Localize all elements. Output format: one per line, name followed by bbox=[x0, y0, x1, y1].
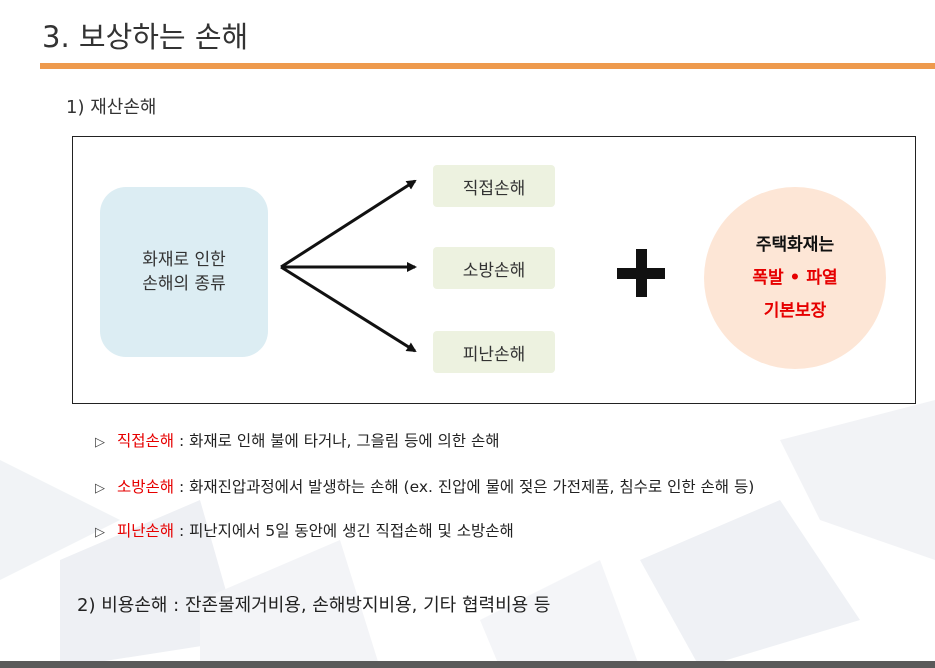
plus-icon bbox=[617, 249, 665, 297]
title-underline bbox=[40, 63, 935, 69]
definition-term: 소방손해 bbox=[117, 478, 175, 496]
basic-line-3: 기본보장 bbox=[763, 300, 827, 321]
definition-term: 직접손해 bbox=[117, 432, 175, 450]
source-line-1: 화재로 인한 bbox=[142, 250, 226, 270]
triangle-bullet-icon: ▷ bbox=[95, 481, 105, 496]
triangle-bullet-icon: ▷ bbox=[95, 435, 105, 450]
target-evacuation-damage: 피난손해 bbox=[433, 331, 555, 373]
damage-source-box: 화재로 인한 손해의 종류 bbox=[100, 187, 268, 357]
page-title: 3. 보상하는 손해 bbox=[42, 20, 249, 54]
target-direct-damage: 직접손해 bbox=[433, 165, 555, 207]
arrow-to-direct bbox=[280, 179, 417, 269]
definition-desc: : 화재진압과정에서 발생하는 손해 (ex. 진압에 물에 젖은 가전제품, … bbox=[174, 478, 755, 496]
damage-type-diagram: 화재로 인한 손해의 종류 직접손해 소방손해 피난손해 주택화재는 폭발 • … bbox=[72, 136, 916, 404]
branch-arrows bbox=[280, 179, 417, 353]
definition-desc: : 화재로 인해 불에 타거나, 그을림 등에 의한 손해 bbox=[174, 432, 500, 450]
definition-direct: ▷ 직접손해 : 화재로 인해 불에 타거나, 그을림 등에 의한 손해 bbox=[95, 429, 499, 451]
definition-desc: : 피난지에서 5일 동안에 생긴 직접손해 및 소방손해 bbox=[174, 522, 514, 540]
target-firefighting-damage: 소방손해 bbox=[433, 247, 555, 289]
basic-line-2: 폭발 • 파열 bbox=[752, 267, 838, 288]
definition-firefighting: ▷ 소방손해 : 화재진압과정에서 발생하는 손해 (ex. 진압에 물에 젖은 … bbox=[95, 475, 754, 497]
triangle-bullet-icon: ▷ bbox=[95, 525, 105, 540]
arrow-to-evacuation bbox=[280, 265, 417, 353]
footer-bar bbox=[0, 661, 935, 668]
source-line-2: 손해의 종류 bbox=[142, 274, 226, 294]
section-heading-expense-damage: 2) 비용손해 : 잔존물제거비용, 손해방지비용, 기타 협력비용 등 bbox=[77, 595, 551, 616]
definition-evacuation: ▷ 피난손해 : 피난지에서 5일 동안에 생긴 직접손해 및 소방손해 bbox=[95, 519, 514, 541]
section-heading-property-damage: 1) 재산손해 bbox=[66, 97, 157, 118]
basic-coverage-circle: 주택화재는 폭발 • 파열 기본보장 bbox=[704, 187, 886, 369]
definition-term: 피난손해 bbox=[117, 522, 175, 540]
basic-line-1: 주택화재는 bbox=[755, 234, 835, 255]
